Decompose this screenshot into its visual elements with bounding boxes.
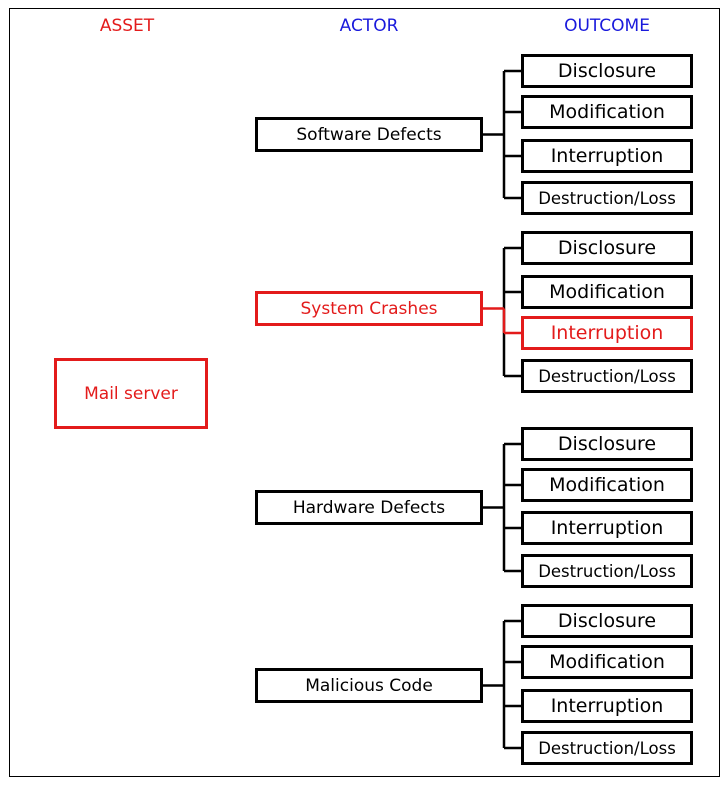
outcome-malicious-modification: Modification xyxy=(521,645,693,679)
outcome-malicious-disclosure: Disclosure xyxy=(521,604,693,638)
outcome-software-disclosure: Disclosure xyxy=(521,54,693,88)
outcome-hardware-destruction-loss: Destruction/Loss xyxy=(521,554,693,588)
actor-malicious-code: Malicious Code xyxy=(255,668,483,703)
outcome-hardware-disclosure: Disclosure xyxy=(521,427,693,461)
actor-system-crashes: System Crashes xyxy=(255,291,483,326)
outcome-crashes-modification: Modification xyxy=(521,275,693,309)
asset-header: ASSET xyxy=(99,16,155,36)
outcome-software-modification: Modification xyxy=(521,95,693,129)
outcome-malicious-destruction-loss: Destruction/Loss xyxy=(521,731,693,765)
outcome-crashes-disclosure: Disclosure xyxy=(521,231,693,265)
outcome-crashes-interruption: Interruption xyxy=(521,316,693,350)
actor-hardware-defects: Hardware Defects xyxy=(255,490,483,525)
outcome-crashes-destruction-loss: Destruction/Loss xyxy=(521,359,693,393)
outcome-malicious-interruption: Interruption xyxy=(521,689,693,723)
diagram-frame xyxy=(9,8,720,777)
actor-header: ACTOR xyxy=(339,16,399,36)
outcome-software-destruction-loss: Destruction/Loss xyxy=(521,181,693,215)
outcome-hardware-interruption: Interruption xyxy=(521,511,693,545)
actor-software-defects: Software Defects xyxy=(255,117,483,152)
outcome-software-interruption: Interruption xyxy=(521,139,693,173)
outcome-hardware-modification: Modification xyxy=(521,468,693,502)
asset-mail-server: Mail server xyxy=(54,358,208,429)
outcome-header: OUTCOME xyxy=(564,16,650,36)
